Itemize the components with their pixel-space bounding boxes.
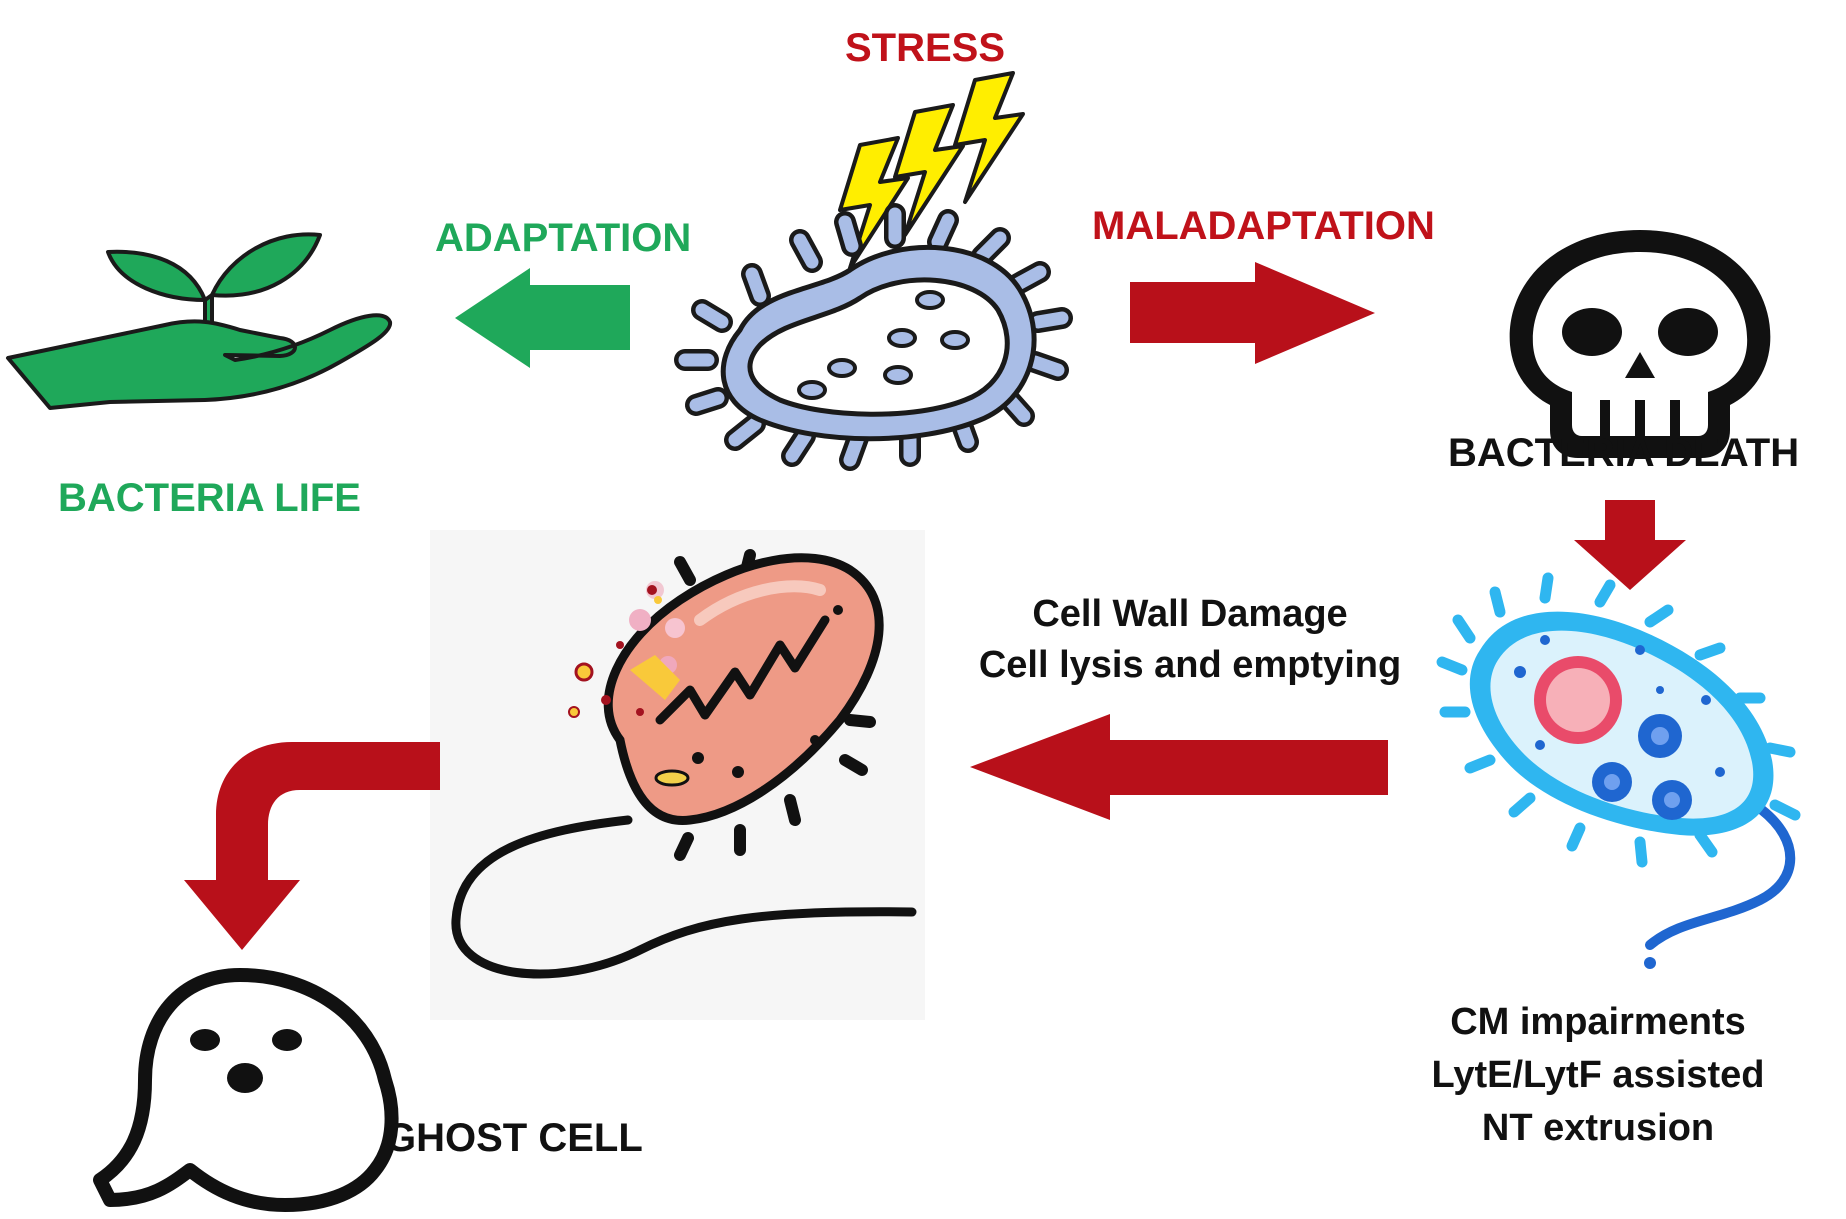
- lysing-bacterium-icon: [430, 530, 925, 1020]
- ghost-icon: [93, 968, 399, 1212]
- bacteria-death-label: BACTERIA DEATH: [1448, 431, 1800, 475]
- cell-wall-damage-label: Cell Wall Damage: [1032, 593, 1348, 635]
- cell-lysis-label: Cell lysis and emptying: [978, 644, 1402, 686]
- skull-icon: [1509, 230, 1771, 458]
- lysis-arrow: [970, 714, 1388, 820]
- maladaptation-arrow: [1130, 262, 1375, 364]
- adaptation-label: ADAPTATION: [435, 216, 692, 260]
- lyte-lytf-label: LytE/LytF assisted: [1431, 1054, 1765, 1096]
- bacteria-life-label: BACTERIA LIFE: [58, 476, 361, 520]
- bacterium-icon: [674, 203, 1073, 471]
- ghost-cell-label: GHOST CELL: [385, 1116, 643, 1160]
- stress-label: STRESS: [845, 26, 1006, 70]
- nt-extrusion-label: NT extrusion: [1481, 1107, 1715, 1149]
- lightning-icon: [838, 71, 1025, 270]
- cm-impairments-label: CM impairments: [1450, 1001, 1746, 1043]
- ghost-arrow: [184, 742, 440, 950]
- down-arrow: [1574, 500, 1686, 590]
- adaptation-arrow: [455, 268, 630, 368]
- maladaptation-label: MALADAPTATION: [1092, 204, 1435, 248]
- plant-in-hand-icon: [6, 232, 393, 410]
- dying-bacterium-icon: [1436, 572, 1801, 969]
